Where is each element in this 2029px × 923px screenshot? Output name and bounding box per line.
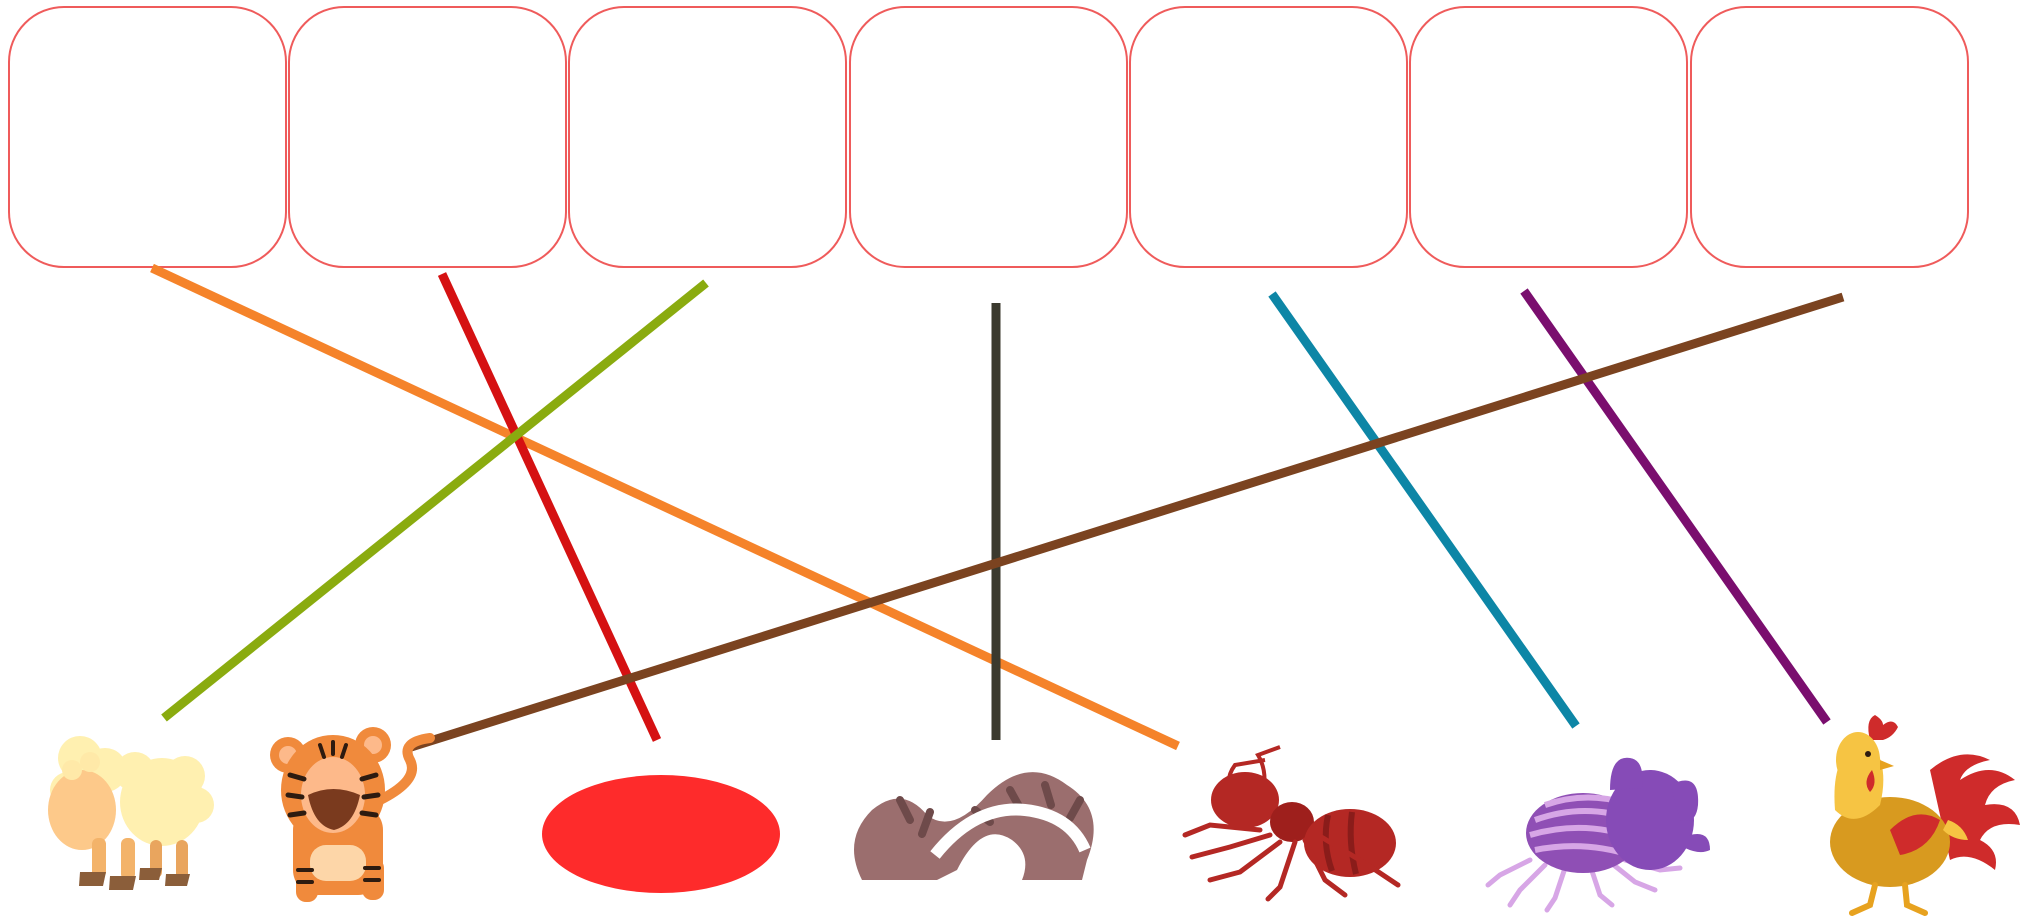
answer-box-6[interactable]: [1410, 7, 1687, 267]
answer-box-2[interactable]: [289, 7, 566, 267]
match-line-orange: [152, 268, 1178, 746]
answer-box-1[interactable]: [9, 7, 286, 267]
answer-box-5[interactable]: [1130, 7, 1407, 267]
matching-lines: [152, 268, 1843, 748]
match-line-brown: [408, 297, 1843, 748]
beetle-icon: [1488, 758, 1710, 910]
match-line-yellow-green: [164, 283, 706, 718]
striped-tail-icon: [850, 772, 1094, 920]
tiger-icon: [270, 727, 430, 902]
red-ellipse-icon: [542, 775, 780, 893]
rooster-icon: [1830, 715, 2020, 913]
answer-box-3[interactable]: [569, 7, 846, 267]
sheep-icon: [48, 736, 214, 890]
match-line-teal: [1272, 294, 1576, 726]
answer-box-4[interactable]: [850, 7, 1127, 267]
ant-icon: [1185, 747, 1398, 899]
answer-box-7[interactable]: [1691, 7, 1968, 267]
answer-boxes: [9, 7, 1968, 267]
match-line-purple: [1524, 291, 1827, 722]
